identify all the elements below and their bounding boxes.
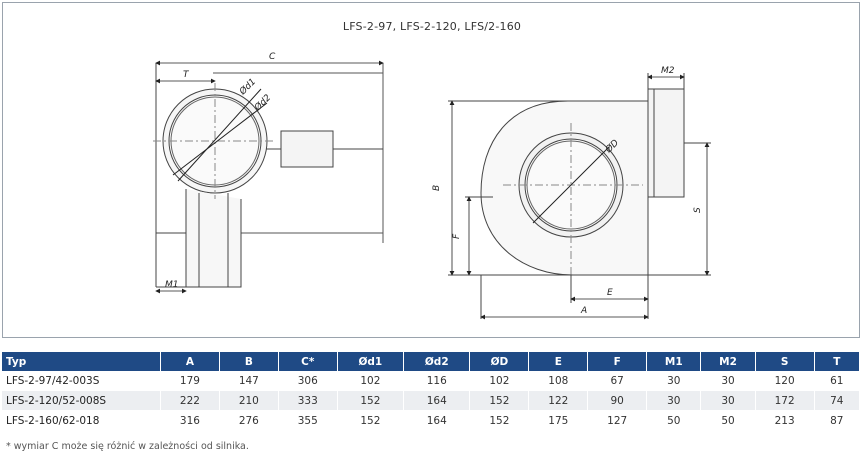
col-header-c: C* [278,352,338,371]
cell-typ: LFS-2-97/42-003S [2,371,161,391]
cell: 30 [646,390,702,411]
cell: 355 [278,410,338,431]
cell: 152 [469,410,530,431]
cell: 67 [587,371,648,391]
dim-label-a: A [580,306,587,316]
fan-dimension-drawing: C T Ød1 Ød2 M1 [153,52,711,320]
dim-label-f: F [452,233,462,239]
table-row: LFS-2-160/62-018 316 276 355 152 164 152… [2,410,861,431]
dim-label-e: E [607,288,613,298]
cell: 74 [814,390,861,411]
dim-label-d1: Ød1 [237,76,259,98]
cell: 179 [160,371,220,391]
col-header-d2: Ød2 [403,352,471,371]
cell: 61 [814,371,861,391]
cell: 276 [219,410,279,431]
cell: 116 [403,371,471,391]
side-view [153,63,384,288]
cell: 172 [755,390,815,411]
cell: 108 [528,371,589,391]
dim-label-t: T [183,70,190,80]
cell: 213 [755,410,815,431]
cell: 30 [700,371,756,391]
dim-label-s: S [693,207,703,213]
cell: 316 [160,410,220,431]
col-header-typ: Typ [2,352,161,371]
col-header-a: A [160,352,220,371]
col-header-m2: M2 [700,352,756,371]
col-header-e: E [528,352,589,371]
cell-typ: LFS-2-120/52-008S [2,390,161,411]
dim-label-c: C [269,52,276,62]
cell: 147 [219,371,279,391]
dimension-table: Typ A B C* Ød1 Ød2 ØD E F M1 M2 S T LFS-… [2,352,861,431]
cell: 102 [337,371,405,391]
cell: 152 [469,390,530,411]
cell: 152 [337,390,405,411]
cell: 90 [587,390,648,411]
cell: 210 [219,390,279,411]
cell: 87 [814,410,861,431]
cell: 152 [337,410,405,431]
dim-label-m2: M2 [661,66,675,76]
cell: 50 [700,410,756,431]
technical-drawing: LFS-2-97, LFS-2-120, LFS/2-160 [2,2,860,338]
cell: 122 [528,390,589,411]
table-row: LFS-2-97/42-003S 179 147 306 102 116 102… [2,371,861,391]
front-view-dimensions [449,74,710,320]
side-view-dimensions [155,60,384,294]
col-header-d1: Ød1 [337,352,405,371]
cell: 333 [278,390,338,411]
table-row: LFS-2-120/52-008S 222 210 333 152 164 15… [2,390,861,411]
cell: 306 [278,371,338,391]
cell: 30 [700,390,756,411]
col-header-t: T [814,352,861,371]
front-view [448,73,711,319]
cell: 222 [160,390,220,411]
dim-label-m1: M1 [165,280,179,290]
drawing-title: LFS-2-97, LFS-2-120, LFS/2-160 [342,20,522,33]
cell: 164 [403,410,471,431]
cell: 50 [646,410,702,431]
cell: 102 [469,371,530,391]
col-header-m1: M1 [646,352,702,371]
cell: 30 [646,371,702,391]
footnote: * wymiar C może się różnić w zależności … [6,441,249,452]
col-header-d: ØD [469,352,530,371]
cell: 175 [528,410,589,431]
col-header-b: B [219,352,279,371]
cell: 164 [403,390,471,411]
cell-typ: LFS-2-160/62-018 [2,410,161,431]
table-header-row: Typ A B C* Ød1 Ød2 ØD E F M1 M2 S T [2,352,861,371]
col-header-f: F [587,352,648,371]
col-header-s: S [755,352,815,371]
cell: 120 [755,371,815,391]
dim-label-b: B [432,185,442,191]
cell: 127 [587,410,648,431]
